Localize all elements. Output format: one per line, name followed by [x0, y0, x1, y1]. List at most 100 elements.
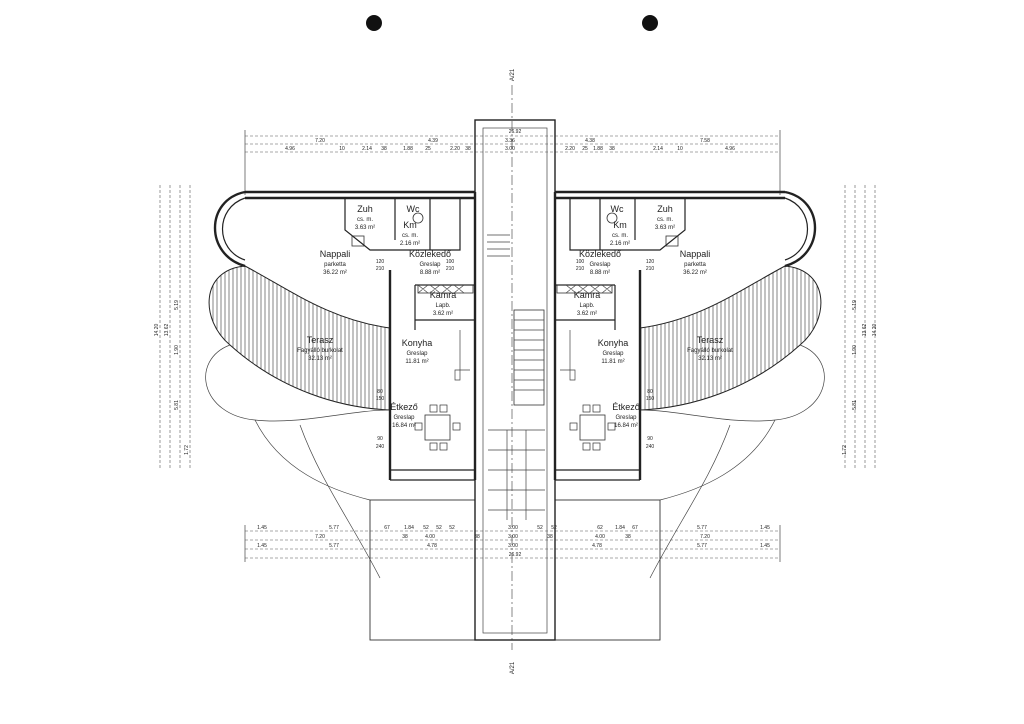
opening-size: 90	[647, 436, 653, 442]
axis-label-top: A/21	[510, 68, 516, 81]
dim: 38	[625, 534, 631, 540]
room-area-konyha: 11.81 m²	[405, 359, 428, 365]
room-area-etkezo: 16.84 m²	[614, 423, 638, 429]
dim: 4.96	[725, 146, 735, 152]
dim: 38	[402, 534, 408, 540]
room-name-konyha: Konyha	[598, 338, 629, 348]
room-area-kozlekedo: 8.88 m²	[420, 270, 440, 276]
dim-side: 1.90	[852, 345, 858, 355]
dim-side: 14.20	[154, 324, 160, 337]
room-finish-kamra: Lapb.	[579, 303, 594, 309]
bottom-dimensions	[244, 525, 781, 562]
room-finish-kamra: Lapb.	[435, 303, 450, 309]
opening-size: 210	[576, 266, 585, 272]
dim: 38	[474, 534, 480, 540]
dim: 1.88	[403, 146, 413, 152]
opening-size: 90	[377, 436, 383, 442]
opening-size: 100	[446, 259, 455, 265]
room-finish-etkezo: Greslap	[615, 415, 637, 421]
dim: 5.77	[697, 543, 707, 549]
dim: 1.84	[404, 525, 414, 531]
room-name-kozlekedo: Közlekedő	[409, 249, 451, 259]
room-name-etkezo: Étkező	[390, 402, 418, 412]
opening-size: 80	[647, 389, 653, 395]
dim: 52	[436, 525, 442, 531]
dim: 10	[677, 146, 683, 152]
opening-size: 120	[646, 259, 655, 265]
dim: 3.00	[508, 543, 518, 549]
opening-size: 210	[376, 266, 385, 272]
apartment-left	[205, 190, 477, 641]
dim: 1.45	[760, 525, 770, 531]
dim: 2.14	[362, 146, 372, 152]
room-area-kamra: 3.62 m²	[577, 311, 597, 317]
dim: 4.39	[428, 138, 438, 144]
side-dimensions	[159, 185, 876, 470]
room-finish-konyha: Greslap	[602, 351, 624, 357]
opening-size: 240	[646, 444, 655, 450]
room-finish-terasz: Fagyálló burkolat	[687, 348, 733, 354]
dim-side: 13.62	[862, 324, 868, 337]
opening-size: 150	[376, 396, 385, 402]
dim: 5.77	[329, 543, 339, 549]
punch-hole	[366, 15, 382, 31]
dim: 38	[609, 146, 615, 152]
dim: 3.00	[508, 534, 518, 540]
room-area-kozlekedo: 8.88 m²	[590, 270, 610, 276]
dim: 2.20	[565, 146, 575, 152]
room-area-nappali: 36.22 m²	[683, 270, 707, 276]
room-name-kamra: Kamra	[430, 290, 457, 300]
top-dimensions	[244, 130, 781, 195]
dim: 7.20	[315, 534, 325, 540]
room-name-terasz: Terasz	[697, 335, 724, 345]
room-name-zuh: Zuh	[657, 204, 673, 214]
dim: 52	[449, 525, 455, 531]
axis-label-bottom: A/21	[510, 661, 516, 674]
dim: 1.84	[615, 525, 625, 531]
room-finish-zuh: cs. m.	[357, 217, 373, 223]
dim-side: 13.62	[164, 324, 170, 337]
room-area-konyha: 11.81 m²	[601, 359, 624, 365]
dim: 1.88	[593, 146, 603, 152]
dim-side: 5.81	[852, 400, 858, 410]
room-area-kamra: 3.62 m²	[433, 311, 453, 317]
dim-side: 1.90	[174, 345, 180, 355]
dim-side: 5.81	[174, 400, 180, 410]
room-name-wc: Wc	[611, 204, 624, 214]
dim-side: 1.72	[842, 445, 848, 455]
dim: 3.00	[505, 146, 515, 152]
room-finish-etkezo: Greslap	[393, 415, 415, 421]
dim: 2.20	[450, 146, 460, 152]
opening-size: 100	[576, 259, 585, 265]
dim: 2.14	[653, 146, 663, 152]
dim: 52	[423, 525, 429, 531]
room-area-etkezo: 16.84 m²	[392, 423, 416, 429]
dim-total: 26.92	[509, 552, 522, 558]
room-finish-nappali: parketta	[684, 262, 706, 268]
dim: 10	[339, 146, 345, 152]
room-name-etkezo: Étkező	[612, 402, 640, 412]
opening-size: 120	[376, 259, 385, 265]
room-area-nappali: 36.22 m²	[323, 270, 347, 276]
room-area-zuh: 3.63 m²	[655, 225, 675, 231]
opening-size: 150	[646, 396, 655, 402]
dim: 4.00	[425, 534, 435, 540]
dim: 5.77	[697, 525, 707, 531]
dim-side: 5.19	[852, 300, 858, 310]
room-area-terasz: 32.13 m²	[308, 356, 332, 362]
opening-size: 210	[646, 266, 655, 272]
dim: 4.78	[592, 543, 602, 549]
room-finish-km: cs. m.	[612, 233, 628, 239]
room-name-km: Km	[403, 220, 417, 230]
dim: 38	[465, 146, 471, 152]
room-name-terasz: Terasz	[307, 335, 334, 345]
room-name-kozlekedo: Közlekedő	[579, 249, 621, 259]
room-area-terasz: 32.13 m²	[698, 356, 722, 362]
dim: 1.45	[760, 543, 770, 549]
room-name-kamra: Kamra	[574, 290, 601, 300]
room-name-nappali: Nappali	[320, 249, 351, 259]
room-name-nappali: Nappali	[680, 249, 711, 259]
room-finish-kozlekedo: Greslap	[589, 262, 611, 268]
dim: 7.20	[315, 138, 325, 144]
room-finish-konyha: Greslap	[406, 351, 428, 357]
